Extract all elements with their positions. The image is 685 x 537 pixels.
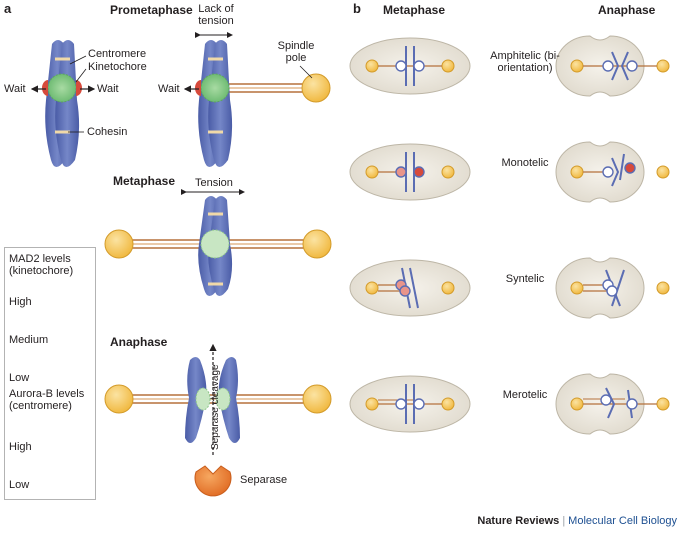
- merotelic-kt-2: [413, 398, 425, 410]
- merotelic-anaphase-pole-left: [570, 397, 584, 411]
- amphitelic-anaphase-pole-left: [570, 59, 584, 73]
- centromere-label: Centromere: [88, 48, 147, 60]
- row-label-amphitelic: Amphitelic (bi-orientation): [490, 50, 560, 74]
- monotelic-anaphase-pole-left: [570, 165, 584, 179]
- wait-label-left: Wait: [4, 83, 26, 95]
- monotelic-ana-chromatid-1: [611, 157, 620, 187]
- separase-enzyme: [194, 465, 232, 497]
- metaphase-pole-right: [302, 229, 332, 259]
- monotelic-ana-kt-1: [602, 166, 614, 178]
- panel-b-label: b: [353, 1, 361, 16]
- separase-label: Separase: [240, 474, 288, 486]
- panel-b-cells: [349, 35, 670, 435]
- journal-credit: Nature Reviews|Molecular Cell Biology: [477, 515, 677, 527]
- merotelic-metaphase-pole-left: [365, 397, 379, 411]
- anaphase-chromatids: [185, 357, 240, 443]
- panel-a-label: a: [4, 1, 12, 16]
- mad2-medium-label: Medium: [9, 334, 49, 346]
- syntelic-chromatid-2: [409, 267, 419, 309]
- aurora-legend-title: Aurora-B levels (centromere): [9, 388, 85, 412]
- spindle-pole-label: Spindle pole: [277, 40, 315, 64]
- anaphase-title-a: Anaphase: [110, 335, 168, 349]
- monotelic-ana-kt-2: [624, 162, 636, 174]
- amphitelic-ana-kt-1: [602, 60, 614, 72]
- syntelic-ana-kt-2: [606, 285, 618, 297]
- separase-cleavage-label: Separase cleavage: [210, 364, 221, 450]
- prometaphase-title: Prometaphase: [110, 3, 193, 17]
- metaphase-title-a: Metaphase: [113, 174, 176, 188]
- spindle-pole-pointer: [299, 65, 313, 79]
- anaphase-column-header: Anaphase: [598, 3, 656, 17]
- metaphase-chromosome: [198, 196, 233, 296]
- row-label-syntelic: Syntelic: [505, 273, 545, 285]
- monotelic-metaphase-pole-right: [441, 165, 455, 179]
- journal-section: Molecular Cell Biology: [568, 515, 677, 527]
- syntelic-metaphase-cell: [349, 259, 471, 317]
- amphitelic-kt-1: [395, 60, 407, 72]
- prometaphase-chromosome-right: [195, 40, 233, 167]
- monotelic-metaphase-pole-left: [365, 165, 379, 179]
- monotelic-kt-2: [413, 166, 425, 178]
- mad2-low-label: Low: [9, 372, 30, 384]
- prometaphase-spindle: [220, 73, 331, 103]
- mad2-high-label: High: [9, 296, 32, 308]
- tension-label: Tension: [195, 177, 233, 189]
- mad2-legend-title: MAD2 levels (kinetochore): [9, 253, 74, 277]
- prometaphase-chromosome-left: [42, 40, 82, 167]
- amphitelic-metaphase-pole-left: [365, 59, 379, 73]
- amphitelic-anaphase-pole-right: [656, 59, 670, 73]
- merotelic-ana-chromatid-1: [605, 387, 616, 419]
- amphitelic-ana-chromatid-1: [611, 51, 620, 81]
- amphitelic-metaphase-pole-right: [441, 59, 455, 73]
- anaphase-pole-right: [302, 384, 332, 414]
- wait-label-prometaphase: Wait: [158, 83, 180, 95]
- anaphase-pole-left: [104, 384, 134, 414]
- legend-box: [4, 247, 96, 500]
- credit-separator: |: [562, 515, 566, 527]
- monotelic-kt-1: [395, 166, 407, 178]
- wait-label-right: Wait: [97, 83, 119, 95]
- journal-name: Nature Reviews: [477, 515, 560, 527]
- merotelic-anaphase-pole-right: [656, 397, 670, 411]
- syntelic-metaphase-pole-left: [365, 281, 379, 295]
- aurora-high-label: High: [9, 441, 32, 453]
- centromere-pointer: [69, 55, 87, 65]
- amphitelic-ana-kt-2: [626, 60, 638, 72]
- merotelic-kt-1: [395, 398, 407, 410]
- syntelic-anaphase-pole-right: [656, 281, 670, 295]
- lack-of-tension-label: Lack of tension: [198, 3, 234, 27]
- aurora-low-label: Low: [9, 479, 30, 491]
- metaphase-column-header: Metaphase: [383, 3, 446, 17]
- kinetochore-pointer: [75, 68, 87, 83]
- merotelic-metaphase-pole-right: [441, 397, 455, 411]
- monotelic-ana-chromatid-2: [619, 153, 625, 181]
- amphitelic-ana-chromatid-2: [620, 51, 629, 81]
- syntelic-anaphase-cell: [555, 257, 645, 319]
- syntelic-anaphase-pole-left: [570, 281, 584, 295]
- merotelic-ana-kt-2: [626, 398, 638, 410]
- monotelic-metaphase-cell: [349, 143, 471, 201]
- row-label-monotelic: Monotelic: [501, 157, 549, 169]
- row-label-merotelic: Merotelic: [502, 389, 548, 401]
- syntelic-metaphase-pole-right: [441, 281, 455, 295]
- monotelic-anaphase-pole-right: [656, 165, 670, 179]
- syntelic-kt-2: [399, 285, 411, 297]
- spindle-pole: [301, 73, 331, 103]
- metaphase-pole-left: [104, 229, 134, 259]
- cohesin-label: Cohesin: [87, 126, 128, 138]
- syntelic-ana-chromatid-2: [611, 269, 625, 307]
- amphitelic-kt-2: [413, 60, 425, 72]
- kinetochore-label: Kinetochore: [88, 61, 147, 73]
- merotelic-ana-kt-1: [600, 394, 612, 406]
